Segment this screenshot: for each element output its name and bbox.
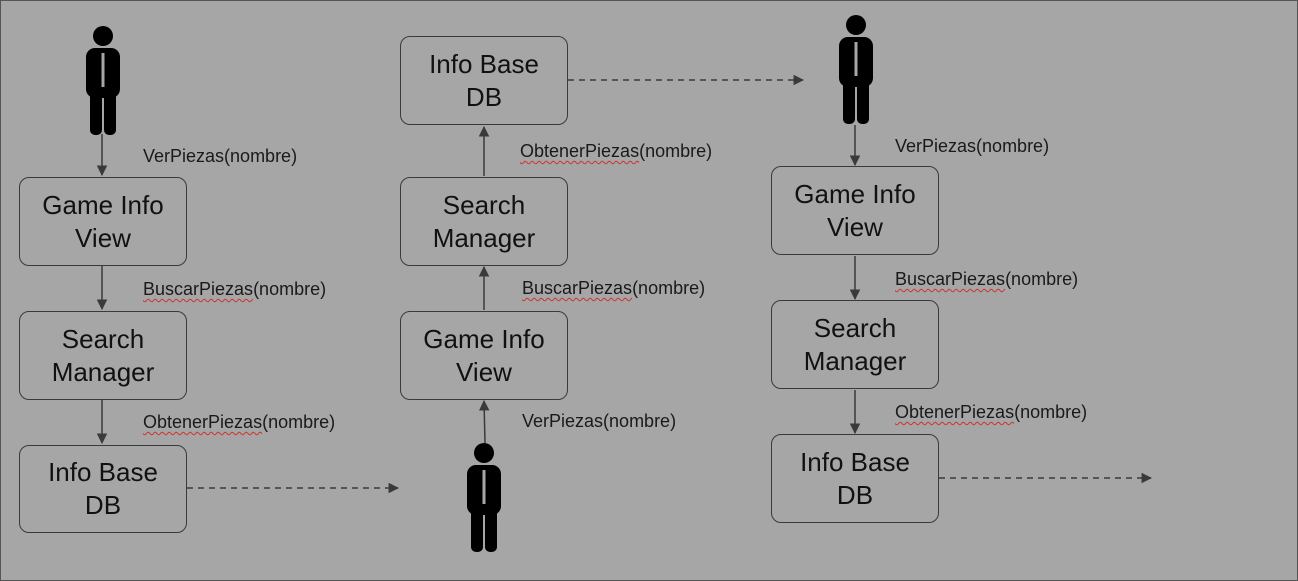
message-label: ObtenerPiezas(nombre) [520,141,712,162]
message-args: (nombre) [639,141,713,161]
message-label: BuscarPiezas(nombre) [522,278,705,299]
message-label: VerPiezas(nombre) [143,146,297,167]
info-base-db-box: Info Base DB [400,36,568,125]
message-name: ObtenerPiezas [895,402,1015,422]
box-label: Game Info View [794,178,916,242]
message-name: VerPiezas [143,146,225,166]
message-args: (nombre) [262,412,336,432]
message-args: (nombre) [632,278,706,298]
message-args: (nombre) [976,136,1050,156]
box-label: Info Base DB [429,48,539,112]
box-label: Info Base DB [48,457,158,520]
message-name: VerPiezas [522,411,604,431]
person-icon [839,15,873,124]
message-args: (nombre) [1005,269,1079,289]
game-info-view-box: Game Info View [400,311,568,400]
message-name: BuscarPiezas [895,269,1006,289]
arrow-actor2-to-gameinfo [478,399,490,444]
message-label: VerPiezas(nombre) [522,411,676,432]
info-base-db-box: Info Base DB [19,445,187,533]
message-args: (nombre) [1014,402,1088,422]
person-icon [86,26,120,135]
message-label: VerPiezas(nombre) [895,136,1049,157]
box-label: Search Manager [51,323,155,387]
person-icon [467,443,501,552]
message-label: ObtenerPiezas(nombre) [895,402,1087,423]
box-label: Search Manager [432,189,536,253]
game-info-view-box: Game Info View [19,177,187,266]
game-info-view-box: Game Info View [771,166,939,255]
box-label: Game Info View [42,189,164,253]
box-label: Search Manager [803,312,907,376]
box-label: Game Info View [423,323,545,387]
search-manager-box: Search Manager [400,177,568,266]
message-label: BuscarPiezas(nombre) [895,269,1078,290]
message-label: ObtenerPiezas(nombre) [143,412,335,433]
box-label: Info Base DB [800,446,910,510]
message-label: BuscarPiezas(nombre) [143,279,326,300]
search-manager-box: Search Manager [19,311,187,400]
message-args: (nombre) [603,411,677,431]
message-name: BuscarPiezas [522,278,633,298]
message-args: (nombre) [253,279,327,299]
message-name: ObtenerPiezas [143,412,263,432]
search-manager-box: Search Manager [771,300,939,389]
message-name: VerPiezas [895,136,977,156]
info-base-db-box: Info Base DB [771,434,939,523]
message-name: ObtenerPiezas [520,141,640,161]
message-name: BuscarPiezas [143,279,254,299]
message-args: (nombre) [224,146,298,166]
